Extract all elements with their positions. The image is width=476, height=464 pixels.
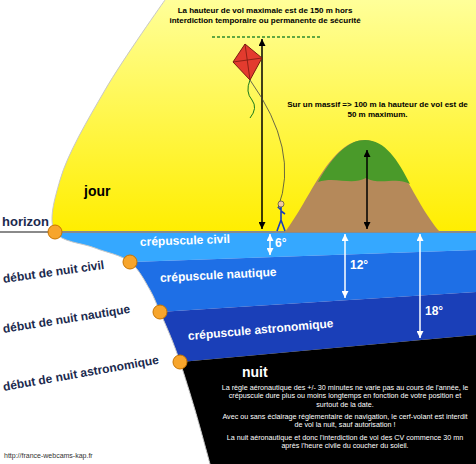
twilight-band: crépuscule civil — [140, 233, 230, 250]
angle-label: 12° — [350, 258, 368, 272]
person-head — [278, 201, 284, 207]
region-label: crépuscule astronomique — [187, 317, 334, 343]
note-text: La nuit aéronautique et donc l'interdict… — [220, 434, 470, 451]
kite — [233, 44, 262, 80]
angle-label: 18° — [425, 304, 443, 318]
night-start-label: début de nuit civil — [2, 258, 105, 286]
source-url: http://france-webcams-kap.fr — [4, 452, 93, 460]
region-label: jour — [84, 183, 110, 199]
limit-line — [212, 36, 320, 38]
note-text: La règle aéronautique des +/- 30 minutes… — [220, 384, 470, 409]
height-arrow — [261, 39, 263, 229]
sun-marker — [48, 225, 62, 239]
angle-arrow — [344, 234, 346, 298]
kite-string — [250, 80, 285, 208]
horizon-label: horizon — [2, 214, 49, 230]
twilight-band: crépuscule nautique — [160, 266, 277, 286]
massif-note: Sur un massif => 100 m la hauteur de vol… — [285, 100, 470, 119]
region-label: crépuscule civil — [140, 233, 230, 250]
twilight-band: crépuscule astronomique — [187, 317, 334, 343]
angle-arrow — [269, 234, 271, 255]
hill-grass — [318, 140, 410, 184]
angle-label: 6° — [275, 236, 286, 250]
person-body — [277, 207, 285, 231]
angle-arrow — [419, 234, 421, 338]
sun-marker — [123, 255, 137, 269]
hill — [285, 140, 440, 232]
kite-spars — [233, 44, 262, 80]
region-label: nuit — [220, 364, 470, 380]
night-start-label: début de nuit astronomique — [2, 353, 160, 395]
region-label: crépuscule nautique — [160, 266, 277, 286]
night-start-label: début de nuit nautique — [2, 302, 131, 336]
flight-limit-note: La hauteur de vol maximale est de 150 m … — [160, 6, 370, 25]
note-text: Avec ou sans éclairage réglementaire de … — [220, 413, 470, 430]
day-sky — [0, 0, 476, 232]
sun-marker — [173, 355, 187, 369]
night-band — [0, 335, 476, 464]
night-region: nuit La règle aéronautique des +/- 30 min… — [220, 364, 470, 450]
sun-marker — [153, 305, 167, 319]
height-arrow — [366, 150, 368, 229]
day-region: jour — [84, 183, 110, 199]
